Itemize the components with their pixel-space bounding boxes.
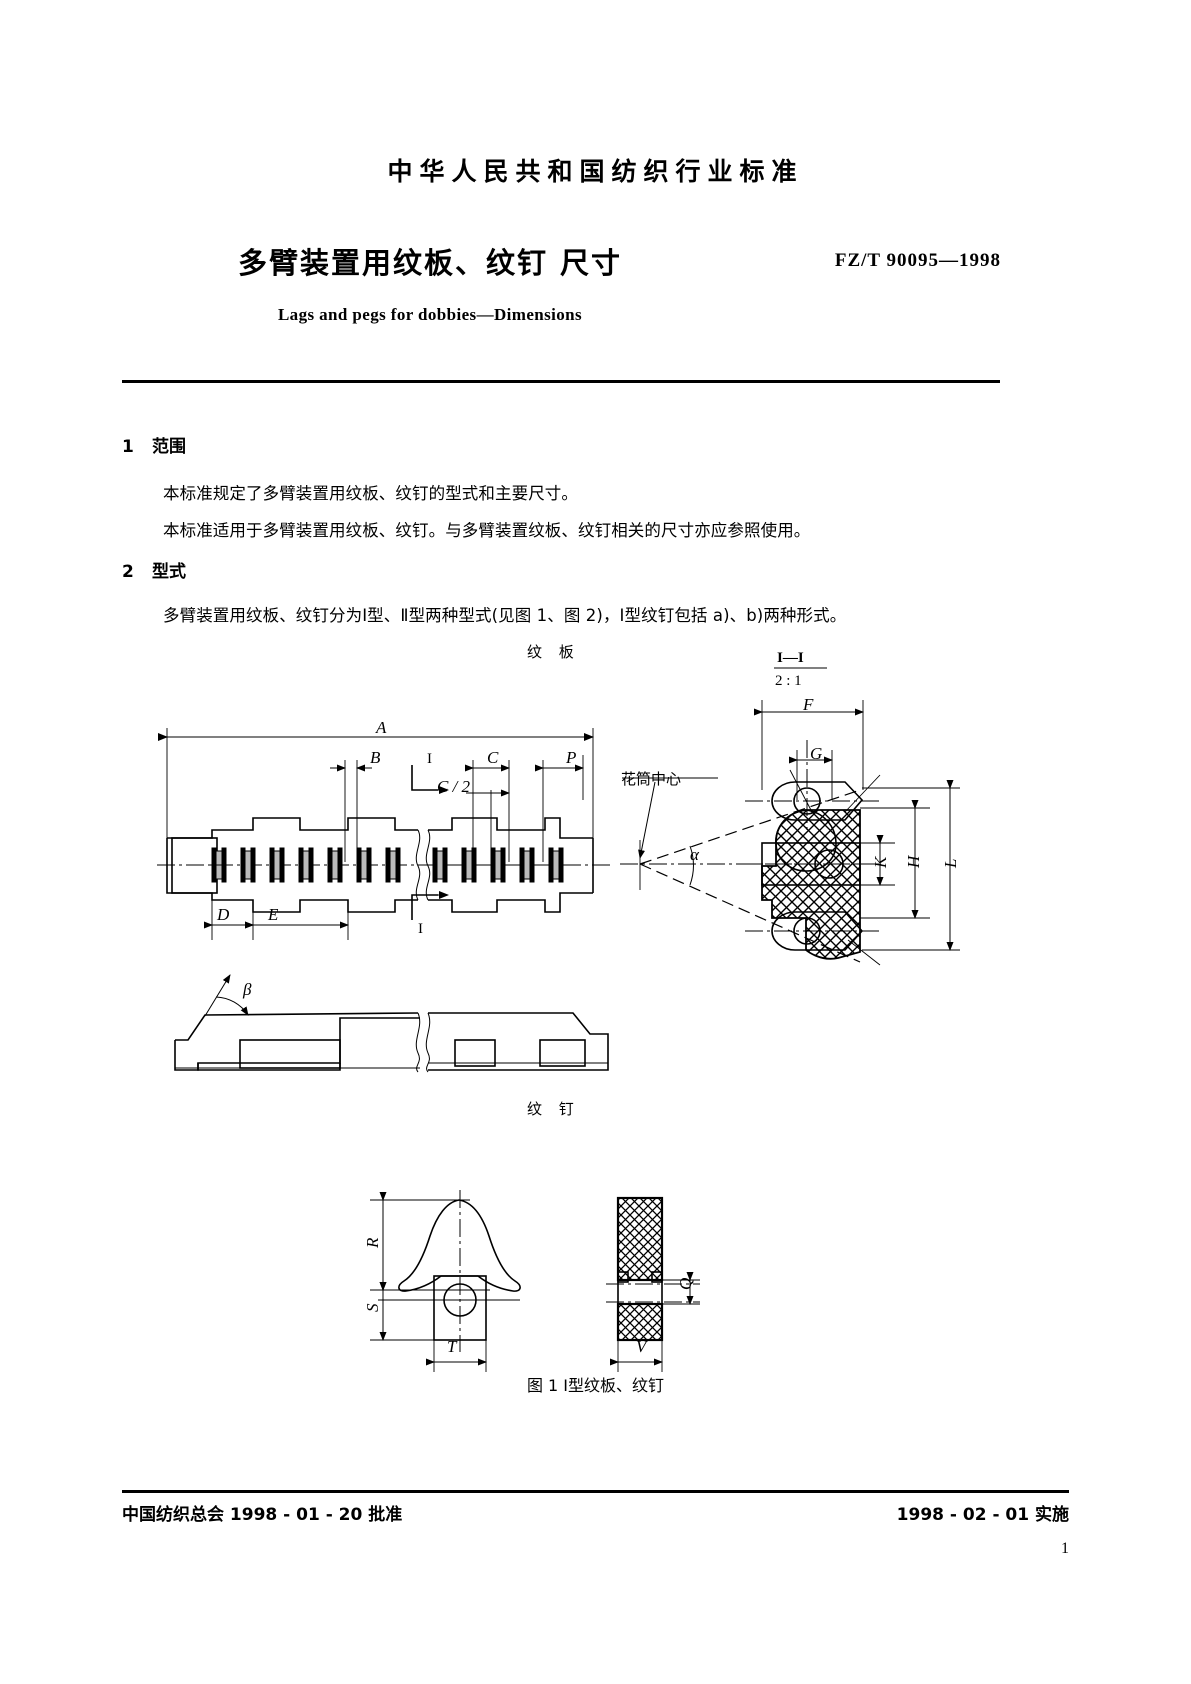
- dimension-label-beta: β: [243, 980, 252, 999]
- footer-implementation: 1998 - 02 - 01 实施: [896, 1505, 1069, 1525]
- dimension-label-E: E: [268, 905, 279, 924]
- dimension-label-T: T: [447, 1337, 457, 1356]
- dimension-label-D: D: [217, 905, 230, 924]
- section-1-label: 范围: [152, 437, 186, 457]
- dimension-label-alpha: α: [690, 845, 699, 864]
- section-1-number: 1: [122, 437, 134, 457]
- section-1-heading: 1 范围: [122, 432, 186, 457]
- lag-drawing-label: 纹 板: [527, 643, 580, 661]
- section-2-paragraph-1: 多臂装置用纹板、纹钉分为Ⅰ型、Ⅱ型两种型式(见图 1、图 2)，Ⅰ型纹钉包括 a…: [163, 606, 847, 625]
- dimension-label-C: C: [487, 748, 499, 767]
- section-view-title: I—I: [777, 650, 804, 666]
- barrel-center-label: 花筒中心: [621, 770, 682, 788]
- section-1-paragraph-1: 本标准规定了多臂装置用纹板、纹钉的型式和主要尺寸。: [163, 484, 578, 503]
- dimension-label-A: A: [376, 718, 387, 737]
- footer-divider: [122, 1490, 1069, 1493]
- standard-number: FZ/T 90095—1998: [834, 250, 1001, 271]
- section-1-paragraph-2: 本标准适用于多臂装置用纹板、纹钉。与多臂装置纹板、纹钉相关的尺寸亦应参照使用。: [163, 521, 811, 540]
- footer-approval: 中国纺织总会 1998 - 01 - 20 批准: [122, 1505, 403, 1525]
- dimension-label-F: F: [803, 695, 814, 714]
- section-2-heading: 2 型式: [122, 557, 186, 582]
- english-title: Lags and pegs for dobbies—Dimensions: [277, 305, 583, 324]
- section-mark-top: I: [427, 751, 432, 767]
- section-mark-bottom: I: [418, 921, 423, 937]
- peg-drawing-label: 纹 钉: [527, 1100, 580, 1118]
- dimension-label-B: B: [370, 748, 381, 767]
- national-standard-line: 中华人民共和国纺织行业标准: [387, 157, 804, 186]
- dimension-label-P: P: [566, 748, 577, 767]
- section-2-label: 型式: [152, 562, 186, 582]
- figure-caption: 图 1 Ⅰ型纹板、纹钉: [526, 1376, 665, 1395]
- header-divider: [122, 380, 1000, 383]
- section-2-number: 2: [122, 562, 134, 582]
- dimension-label-V: V: [636, 1337, 647, 1356]
- section-view-scale: 2 : 1: [775, 673, 802, 689]
- page-title: 多臂装置用纹板、纹钉 尺寸: [237, 246, 623, 280]
- page-number: 1: [1061, 1540, 1069, 1557]
